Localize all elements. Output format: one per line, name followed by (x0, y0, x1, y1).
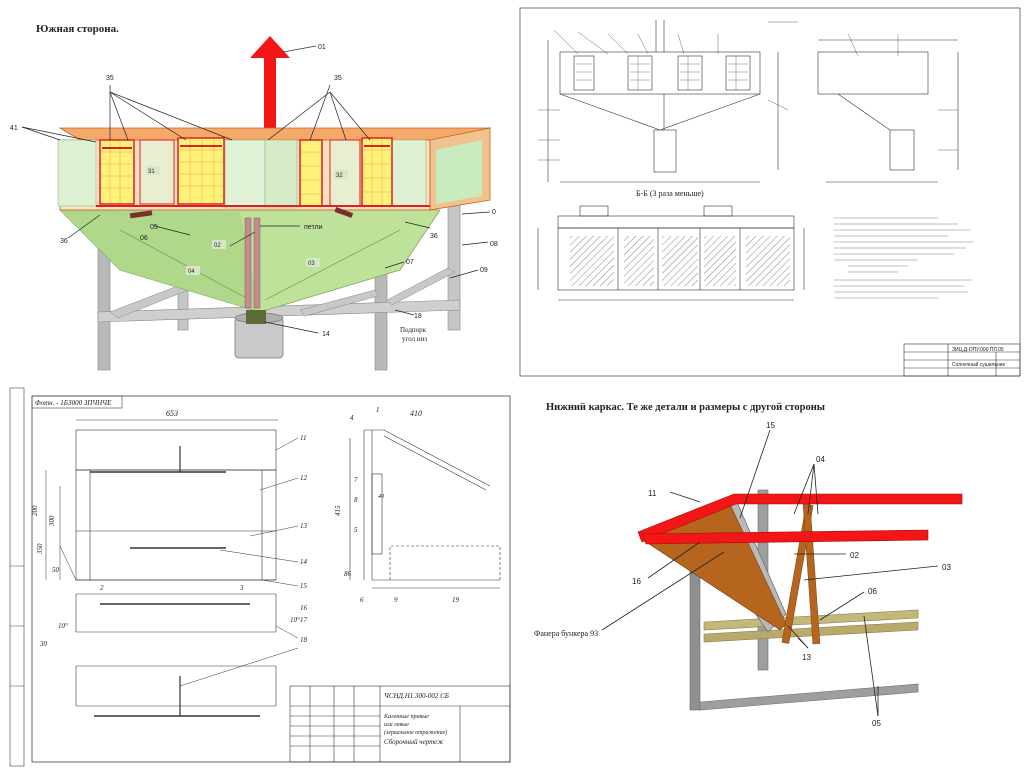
label-02: 02 (850, 551, 859, 560)
part-16: 16 (300, 604, 308, 612)
mesh-panel-1 (99, 139, 135, 205)
part-5: 5 (354, 526, 358, 534)
part-13: 13 (300, 522, 308, 530)
mesh-panel-4 (299, 139, 323, 207)
dim-30: 30 (39, 640, 48, 648)
label-podporka: Подпорк (400, 326, 427, 334)
part-17: 17 (300, 616, 308, 624)
title-block-bottom (289, 685, 511, 763)
part-4: 4 (350, 414, 354, 422)
insulation-block (57, 139, 97, 207)
dim-350: 350 (36, 543, 44, 555)
title-block-top (903, 343, 1021, 377)
drawing-header: Фотн. - 1БЗ000 ЗПЧНЧЕ (35, 399, 112, 407)
part-3: 3 (239, 584, 244, 592)
label-13: 13 (802, 653, 811, 662)
label-01: 01 (318, 44, 326, 51)
label-16: 16 (632, 577, 641, 586)
part-2: 2 (100, 584, 104, 592)
lower-frame-title: Нижний каркас. Те же детали и размеры с … (546, 402, 825, 413)
stamp-code-bottom: ЧСНД.Н1.300-002 СБ (384, 692, 449, 700)
dim-50: 50 (52, 566, 60, 574)
label-31: 31 (148, 169, 155, 175)
stamp-desc-4: Сборочный чертеж (384, 738, 444, 746)
south-side-title: Южная сторона. (36, 23, 119, 35)
dim-200: 200 (31, 505, 39, 516)
label-07: 07 (406, 259, 414, 266)
dim-40: 40 (378, 493, 384, 500)
label-ugol-niz: угол низ (402, 335, 427, 343)
label-03: 03 (308, 261, 315, 267)
section-title: Б-Б (3 раза меньше) (636, 189, 704, 198)
label-04: 04 (816, 455, 825, 464)
part-6: 6 (360, 596, 364, 604)
label-04: 04 (188, 269, 195, 275)
label-09: 09 (480, 267, 488, 274)
label-11: 11 (648, 489, 657, 498)
dim-415: 415 (334, 505, 342, 516)
chimney-arrow (250, 36, 290, 58)
stamp-desc-2: или левые (384, 722, 409, 728)
panel-assembly-drawing: Б-Б (3 раза меньше) (518, 0, 1024, 380)
part-9: 9 (394, 596, 398, 604)
stamp-code-top: ЗИЦ.Д-ОПУ.000 ПЛ.05 (952, 347, 1004, 353)
red-top-beam-1 (637, 493, 963, 543)
south-side-illustration: Южная сторона. 01 (10, 23, 498, 371)
label-02: 02 (214, 243, 221, 249)
part-18: 18 (300, 636, 308, 644)
red-top-beam-2 (641, 529, 929, 545)
part-1: 1 (376, 406, 380, 414)
panel-lower-frame: Нижний каркас. Те же детали и размеры с … (518, 386, 1024, 768)
mesh-panel-6 (361, 137, 393, 207)
label-06: 06 (868, 587, 877, 596)
stamp-desc-3: (зеркальное отражение) (384, 729, 447, 736)
dim-top: 653 (166, 409, 178, 418)
part-11: 11 (300, 434, 306, 442)
part-14: 14 (300, 558, 308, 566)
dim-10b: 10° (290, 616, 300, 624)
label-06: 06 (140, 235, 148, 242)
part-8: 8 (354, 496, 358, 504)
part-drawing: Фотн. - 1БЗ000 ЗПЧНЧЕ 653 (0, 386, 518, 768)
panel-part-drawing: Фотн. - 1БЗ000 ЗПЧНЧЕ 653 (0, 386, 518, 768)
label-18: 18 (414, 313, 422, 320)
part-19: 19 (452, 596, 460, 604)
label-03: 03 (942, 563, 951, 572)
label-35-right: 35 (334, 75, 342, 82)
label-05: 05 (150, 224, 158, 231)
dim-right-410: 410 (410, 409, 422, 418)
label-32: 32 (336, 173, 343, 179)
mesh-panel-3 (177, 137, 225, 205)
part-15: 15 (300, 582, 308, 590)
label-35-left: 35 (106, 75, 114, 82)
bottom-rail (699, 683, 919, 711)
chimney-pipe (264, 58, 276, 128)
dim-300: 300 (48, 515, 56, 527)
panel-south-side: Южная сторона. 01 (0, 0, 515, 378)
label-05: 05 (872, 719, 881, 728)
label-0: 0 (492, 209, 496, 216)
label-36-right: 36 (430, 233, 438, 240)
label-petli: петли (304, 224, 323, 231)
dim-10a: 10° (58, 622, 68, 630)
label-41: 41 (10, 125, 18, 132)
label-08: 08 (490, 241, 498, 248)
stamp-desc-1: Каленные правые (383, 714, 429, 720)
part-7: 7 (354, 476, 358, 484)
label-15: 15 (766, 421, 775, 430)
label-14: 14 (322, 331, 330, 338)
part-12: 12 (300, 474, 308, 482)
label-36-left: 36 (60, 238, 68, 245)
label-fanera: Фанера бункера 93 (534, 629, 598, 638)
assembly-drawing: Б-Б (3 раза меньше) (519, 7, 1021, 377)
lower-frame-illustration: Нижний каркас. Те же детали и размеры с … (534, 402, 963, 728)
hatched-block-1 (570, 236, 614, 286)
dim-86: 86 (344, 570, 352, 578)
stamp-name-top: Солнечный сушильник (952, 361, 1006, 368)
khaki-beam-2 (703, 621, 919, 643)
